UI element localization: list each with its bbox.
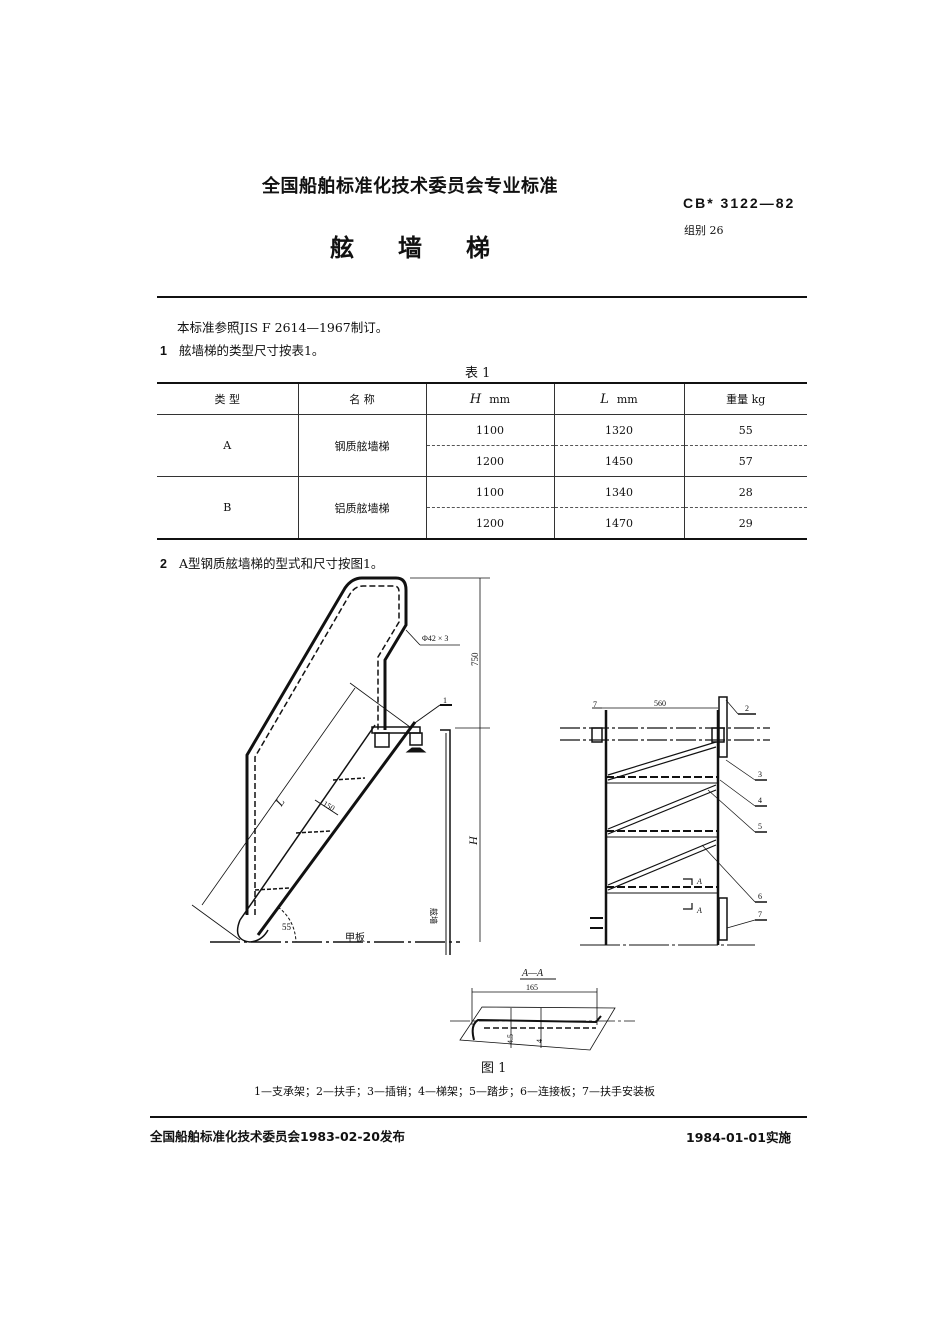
header-rule: [157, 296, 807, 298]
publication-date: 全国船舶标准化技术委员会1983-02-20发布: [150, 1129, 405, 1144]
cell-weight: 29: [683, 507, 807, 540]
table-row: 1200 1470 29: [157, 507, 807, 540]
header-type: 类 型: [157, 383, 299, 415]
cell-h: 1200: [425, 445, 555, 477]
pipe-spec-label: Φ42 × 3: [422, 634, 448, 643]
standard-code: CB* 3122—82: [683, 195, 796, 211]
dim-4: 4: [535, 1039, 544, 1043]
cell-h: 1200: [425, 507, 555, 540]
title-char: 墙: [398, 234, 422, 262]
clause-text: 舷墙梯的类型尺寸按表1。: [178, 343, 325, 358]
section-mark-top: A: [696, 877, 702, 886]
section-mark-bottom: A: [696, 906, 702, 915]
title-char: 舷: [330, 234, 354, 262]
part-label: 3: [758, 770, 762, 779]
clause-2: 2 A型钢质舷墙梯的型式和尺寸按图1。: [160, 553, 383, 572]
cell-l: 1450: [553, 445, 685, 477]
table-row: B 铝质舷墙梯 1100 1340 28: [157, 476, 807, 540]
dim-150: 150: [321, 799, 336, 813]
angle-label: 55: [282, 922, 292, 932]
reference-paragraph: 本标准参照JIS F 2614—1967制订。: [177, 320, 389, 335]
table-caption: 表 1: [465, 366, 491, 381]
part-label: 4: [758, 796, 762, 805]
part-label: 7: [593, 700, 597, 709]
cell-h: 1100: [425, 414, 555, 446]
cell-type: B: [157, 476, 299, 540]
deck-label: 甲板: [345, 931, 365, 944]
dim-750: 750: [470, 652, 480, 666]
part-label: 7: [758, 910, 762, 919]
issuing-organization: 全国船舶标准化技术委员会专业标准: [262, 176, 558, 197]
effective-date: 1984-01-01实施: [686, 1130, 791, 1145]
dim-H: H: [466, 835, 480, 846]
dim-165: 165: [526, 983, 538, 992]
header-weight: 重量 kg: [683, 383, 807, 415]
table-row: 1200 1450 57: [157, 445, 807, 477]
cell-type: A: [157, 414, 299, 477]
clause-number: 1: [160, 344, 167, 358]
section-title: A—A: [521, 968, 544, 979]
cell-weight: 55: [683, 414, 807, 446]
clause-text: A型钢质舷墙梯的型式和尺寸按图1。: [178, 556, 384, 571]
group-number: 组别 26: [684, 224, 724, 237]
figure-caption: 图 1: [481, 1061, 507, 1076]
cell-weight: 57: [683, 445, 807, 477]
clause-number: 2: [160, 557, 167, 571]
footer-rule: [150, 1116, 807, 1118]
header-name: 名 称: [297, 383, 427, 415]
cell-name: 钢质舷墙梯: [297, 414, 427, 477]
title-char: 梯: [466, 234, 490, 262]
parts-legend: 1—支承架；2—扶手；3—插销；4—梯架；5—踏步；6—连接板；7—扶手安装板: [254, 1085, 655, 1098]
document-title: 舷墙梯: [330, 228, 534, 263]
clause-1: 1 舷墙梯的类型尺寸按表1。: [160, 340, 324, 359]
cell-weight: 28: [683, 476, 807, 508]
section-a-a: A—A 165 4.5 4: [450, 968, 635, 1051]
cell-l: 1320: [553, 414, 685, 446]
dim-4-5: 4.5: [506, 1034, 515, 1044]
front-view: 560 A A 7 2 3 4 5 6 7: [560, 696, 770, 946]
dim-L: L: [272, 795, 288, 810]
bulwark-label: 舷墙: [429, 908, 439, 924]
part-1-label: 1: [443, 696, 447, 705]
cell-h: 1100: [425, 476, 555, 508]
dim-560: 560: [654, 699, 666, 708]
part-label: 6: [758, 892, 762, 901]
part-label: 2: [745, 704, 749, 713]
part-label: 5: [758, 822, 762, 831]
table-row: A 钢质舷墙梯 1100 1320 55: [157, 414, 807, 477]
cell-l: 1340: [553, 476, 685, 508]
side-view: Φ42 × 3 750 H L 150 55 甲板 舷墙 1: [191, 576, 490, 955]
